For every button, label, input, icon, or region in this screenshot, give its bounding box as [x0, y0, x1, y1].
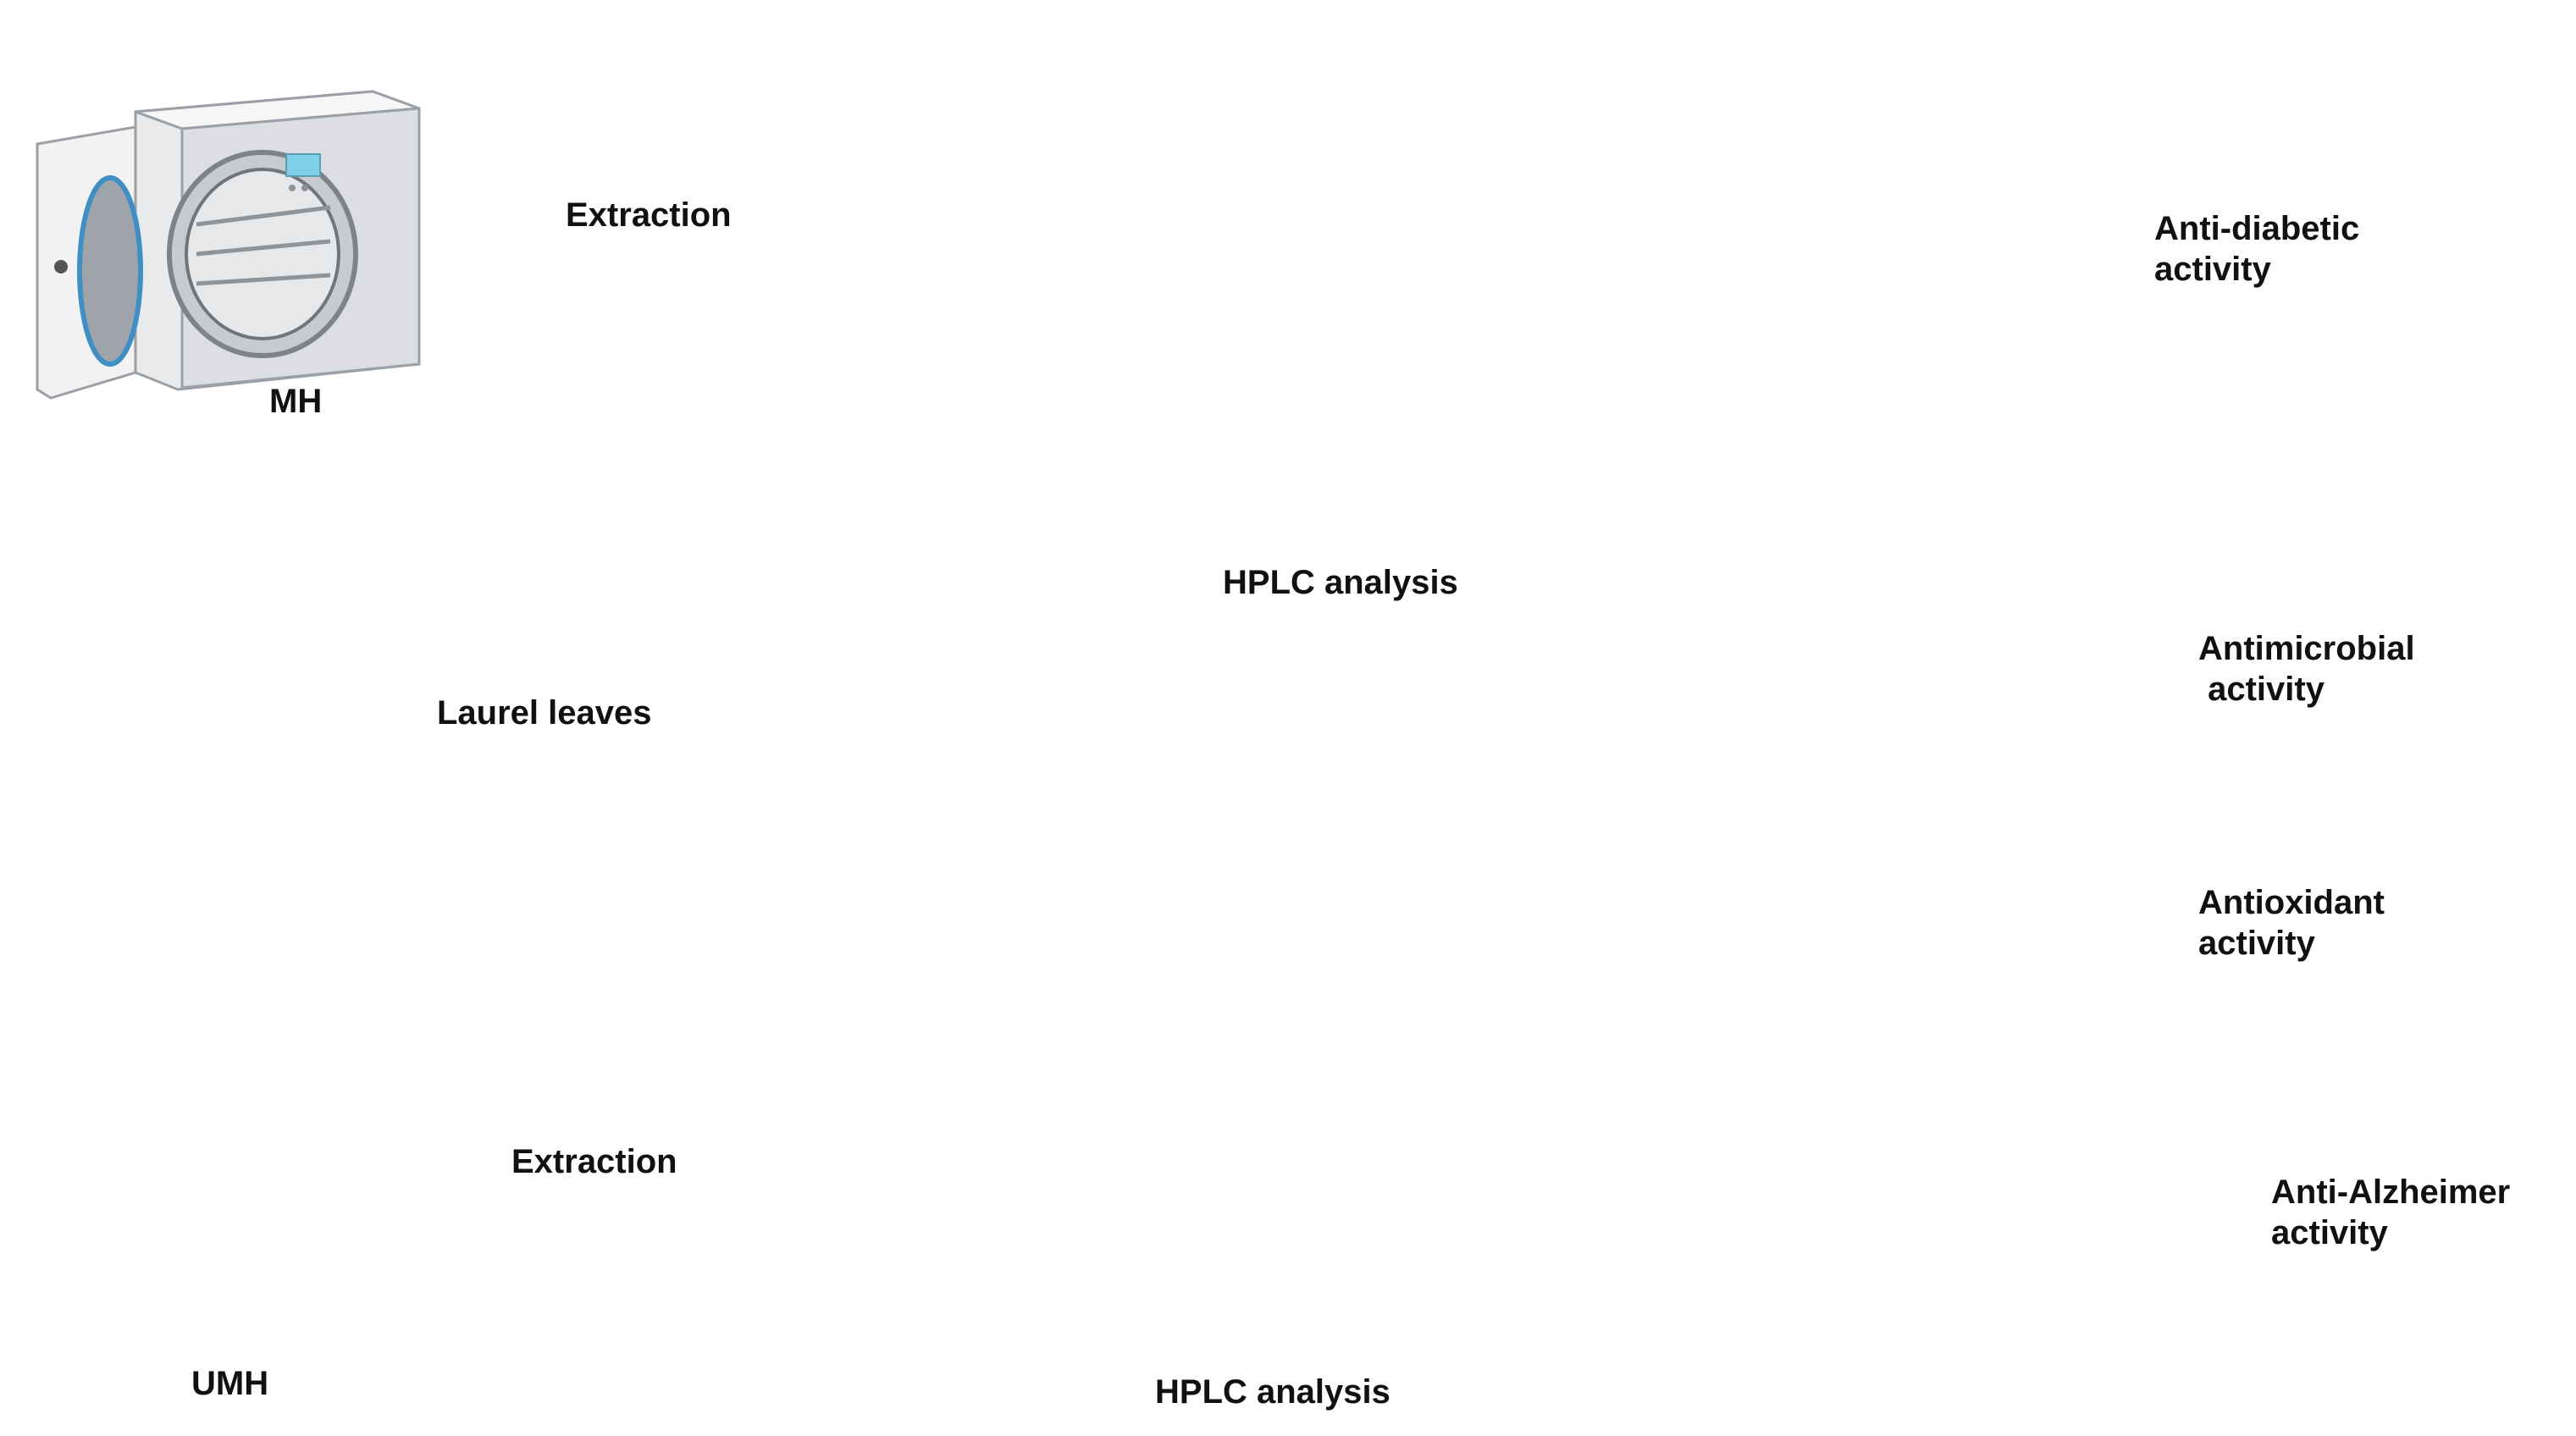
- label-antioxidant: Antioxidant activity: [2198, 882, 2385, 964]
- label-extraction-top: Extraction: [566, 196, 732, 234]
- label-antimicrobial-line2: activity: [2198, 671, 2324, 708]
- label-mh: MH: [269, 383, 323, 420]
- label-anti-alzheimer: Anti-Alzheimer activity: [2271, 1172, 2510, 1253]
- label-laurel-leaves: Laurel leaves: [437, 694, 652, 732]
- label-anti-alzheimer-line2: activity: [2271, 1214, 2388, 1251]
- label-anti-diabetic: Anti-diabetic activity: [2154, 208, 2359, 290]
- label-anti-alzheimer-line1: Anti-Alzheimer: [2271, 1174, 2511, 1211]
- label-anti-diabetic-line1: Anti-diabetic: [2154, 210, 2360, 247]
- label-antioxidant-line2: activity: [2198, 925, 2315, 962]
- label-antioxidant-line1: Antioxidant: [2198, 884, 2385, 921]
- label-umh: UMH: [191, 1365, 269, 1402]
- label-anti-diabetic-line2: activity: [2154, 251, 2271, 288]
- label-extraction-bottom: Extraction: [511, 1143, 677, 1180]
- label-hplc-bottom: HPLC analysis: [1155, 1373, 1390, 1411]
- label-antimicrobial: Antimicrobial activity: [2198, 628, 2415, 710]
- label-hplc-top: HPLC analysis: [1223, 564, 1458, 601]
- label-antimicrobial-line1: Antimicrobial: [2198, 630, 2415, 667]
- microwave-oven-icon: [36, 90, 421, 400]
